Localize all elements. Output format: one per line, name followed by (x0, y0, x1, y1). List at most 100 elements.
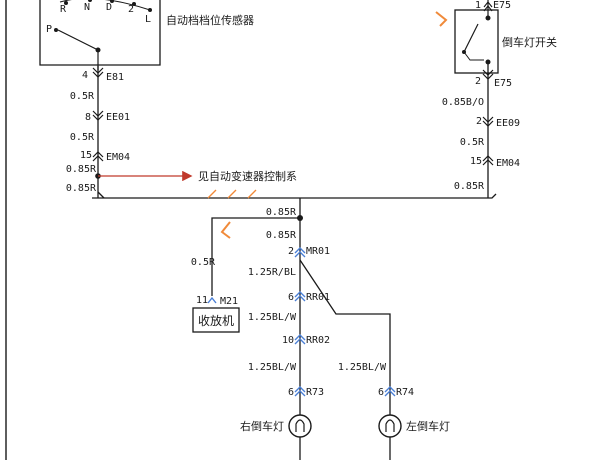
junction-wire-below-label: 0.85R (266, 230, 297, 241)
sensor-connector-ee01: 8 EE01 (85, 110, 130, 123)
switch-link (463, 51, 484, 61)
connector-rr01: 6 RR01 (288, 291, 330, 303)
lamp-filament (295, 419, 305, 432)
gear-position-sensor: R N D 2 L P 自动档档位传感器 (39, 0, 254, 70)
switch-blade (463, 23, 479, 53)
lamp-bulb-icon (378, 414, 402, 438)
r73-label: R73 (306, 387, 324, 398)
r73-pin: 6 (288, 387, 294, 398)
connector-chevron (92, 71, 104, 78)
connector-chevron (294, 338, 306, 345)
connector-chevron (482, 73, 494, 80)
lamp-bulb-icon (288, 414, 312, 438)
connector-chevron (482, 69, 494, 76)
em04-pin-left: 15 (80, 150, 92, 161)
e81-pin: 4 (82, 70, 88, 81)
connector-chevron (92, 67, 104, 74)
connector-chevron (294, 291, 306, 298)
orange-dashes (207, 189, 257, 199)
connector-chevron (294, 247, 306, 254)
right-wire-2-label: 1.25BL/W (248, 312, 297, 323)
connector-rr02: 10 RR02 (282, 334, 330, 346)
sensor-contact (54, 28, 58, 32)
main-bus-wire (92, 193, 497, 199)
sensor-connector-e81: 4 E81 (82, 67, 124, 83)
connector-chevron (294, 251, 306, 258)
right-wire-1-label: 1.25R/BL (248, 267, 296, 278)
sensor-connector-em04: 15 EM04 (80, 150, 130, 163)
connector-chevron (483, 1, 493, 8)
lamp-filament (385, 419, 395, 432)
right-lamp-label: 右倒车灯 (240, 419, 284, 433)
rr02-pin: 10 (282, 335, 294, 346)
sensor-wire-4-label: 0.85R (66, 183, 97, 194)
e75-top-label: E75 (493, 0, 511, 11)
radio-connector-m21: 11 M21 (196, 295, 238, 307)
e75-top-pin: 1 (475, 0, 481, 11)
sensor-contact (88, 0, 92, 2)
connector-r73: 6 R73 (288, 386, 324, 398)
sensor-label: 自动档档位传感器 (166, 13, 254, 27)
sensor-pos-n: N (84, 2, 90, 13)
right-reverse-lamp: 右倒车灯 (240, 414, 312, 438)
connector-chevron (92, 114, 104, 121)
e75-bottom-pin: 2 (475, 76, 481, 87)
left-lamp-wire (299, 259, 391, 420)
switch-box (454, 9, 499, 74)
sensor-box (39, 0, 161, 66)
rr01-label: RR01 (306, 292, 330, 303)
sensor-contact (110, 0, 114, 3)
connector-chevron (482, 155, 494, 162)
connector-r74: 6 R74 (378, 386, 414, 398)
connector-chevron (294, 386, 306, 393)
switch-connector-em04: 15 EM04 (470, 155, 520, 169)
switch-connector-e75: 2 E75 (475, 69, 512, 89)
connector-chevron (92, 110, 104, 117)
sensor-wiper (57, 29, 99, 51)
m21-label: M21 (220, 296, 238, 307)
switch-connector-ee09: 2 EE09 (476, 116, 520, 129)
ee01-pin: 8 (85, 112, 91, 123)
connector-chevron (483, 5, 493, 12)
em04-label-left: EM04 (106, 152, 130, 163)
connector-chevron (384, 386, 396, 393)
switch-wire-3-label: 0.85R (454, 181, 485, 192)
connector-chevron (207, 296, 217, 304)
connector-chevron (92, 155, 104, 162)
sensor-contact (64, 1, 68, 5)
connector-chevron (384, 390, 396, 397)
e75-bottom-label: E75 (494, 78, 512, 89)
sensor-arc (59, 0, 151, 11)
left-lamp-label: 左倒车灯 (406, 419, 450, 433)
sensor-contact (132, 2, 136, 6)
sensor-pos-l: L (145, 14, 151, 25)
connector-mr01: 2 MR01 (288, 246, 330, 258)
bus-bend-left (97, 191, 105, 199)
m21-pin: 11 (196, 295, 208, 306)
switch-contact-bottom (485, 59, 491, 65)
switch-label: 倒车灯开关 (502, 35, 557, 49)
connector-chevron (294, 390, 306, 397)
sensor-pos-r: R (60, 4, 67, 15)
connector-chevron (482, 120, 494, 127)
connector-chevron (294, 334, 306, 341)
ee09-pin: 2 (476, 116, 482, 127)
junction-wire-above-label: 0.85R (266, 207, 297, 218)
mr01-label: MR01 (306, 246, 330, 257)
switch-wire-1-label: 0.85B/O (442, 97, 484, 108)
rr02-label: RR02 (306, 335, 330, 346)
connector-chevron (92, 151, 104, 158)
sensor-pos-d: D (106, 2, 112, 13)
switch-wire-2-label: 0.5R (460, 137, 485, 148)
reverse-light-switch: 倒车灯开关 1 E75 (454, 0, 557, 74)
mr01-pin: 2 (288, 246, 294, 257)
r74-label: R74 (396, 387, 414, 398)
switch-contact-top (485, 15, 491, 21)
orange-mark (220, 221, 231, 239)
left-reverse-lamp: 左倒车灯 (378, 414, 450, 438)
connector-chevron (294, 295, 306, 302)
r74-pin: 6 (378, 387, 384, 398)
rr01-pin: 6 (288, 292, 294, 303)
